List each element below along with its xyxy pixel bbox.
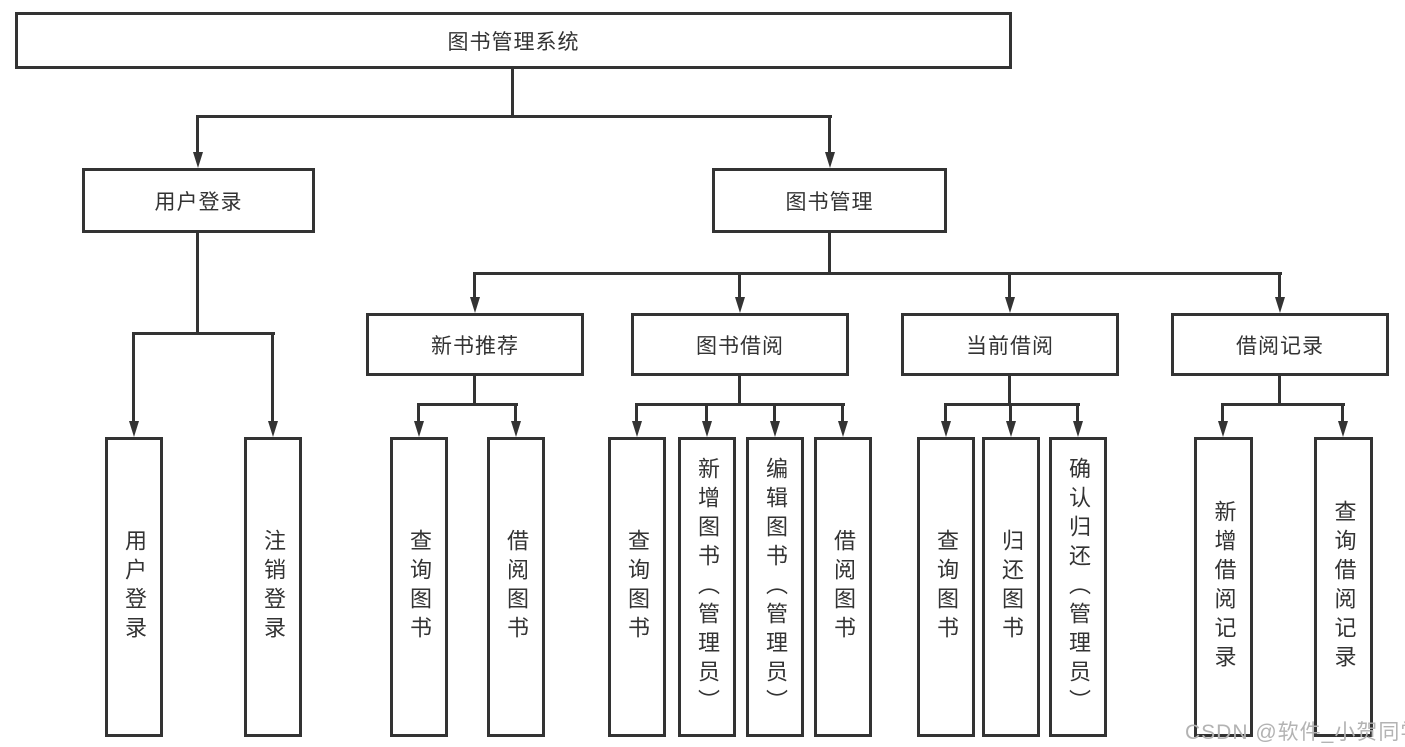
connector-bookmgmt-drop-3 xyxy=(1008,272,1011,300)
connector-userlogin-bar xyxy=(132,332,275,335)
arrowhead-book-management xyxy=(825,152,835,168)
connector-root-stem xyxy=(511,69,514,118)
arrowhead-current-query xyxy=(941,421,951,437)
leaf-current-confirm-label: 确认归还（管理员） xyxy=(1066,456,1091,718)
connector-bookmgmt-drop-2 xyxy=(738,272,741,300)
arrowhead-leaf-user-login xyxy=(129,421,139,437)
leaf-newbooks-query-label: 查询图书 xyxy=(407,529,432,645)
connector-bookborrow-drop-1 xyxy=(635,403,638,424)
connector-newbooks-drop-2 xyxy=(514,403,517,424)
leaf-current-confirm: 确认归还（管理员） xyxy=(1049,437,1107,737)
connector-records-drop-2 xyxy=(1341,403,1344,424)
arrowhead-bookborrow-query xyxy=(632,421,642,437)
connector-newbooks-bar xyxy=(417,403,518,406)
arrowhead-borrow-records xyxy=(1275,297,1285,313)
connector-newbooks-drop-1 xyxy=(417,403,420,424)
arrowhead-bookborrow-edit xyxy=(770,421,780,437)
leaf-borrow-add-label: 新增图书（管理员） xyxy=(695,456,720,718)
connector-root-drop-left xyxy=(196,115,199,155)
connector-records-drop-1 xyxy=(1221,403,1224,424)
leaf-records-query-label: 查询借阅记录 xyxy=(1331,500,1357,674)
connector-userlogin-stem xyxy=(196,232,199,335)
leaf-borrow-query: 查询图书 xyxy=(608,437,666,737)
leaf-user-login: 用户登录 xyxy=(105,437,163,737)
node-new-books-label: 新书推荐 xyxy=(431,334,519,358)
connector-root-bar xyxy=(196,115,832,118)
connector-userlogin-drop-2 xyxy=(271,332,274,424)
node-book-management: 图书管理 xyxy=(712,168,947,233)
leaf-records-add: 新增借阅记录 xyxy=(1194,437,1253,737)
arrowhead-records-add xyxy=(1218,421,1228,437)
leaf-newbooks-borrow: 借阅图书 xyxy=(487,437,545,737)
node-book-borrow-label: 图书借阅 xyxy=(696,334,784,358)
connector-bookborrow-drop-3 xyxy=(773,403,776,424)
arrowhead-leaf-logout xyxy=(268,421,278,437)
connector-records-stem xyxy=(1278,375,1281,406)
arrowhead-current-confirm xyxy=(1073,421,1083,437)
node-root: 图书管理系统 xyxy=(15,12,1012,69)
leaf-borrow-query-label: 查询图书 xyxy=(625,529,650,645)
connector-current-drop-3 xyxy=(1076,403,1079,424)
arrowhead-bookborrow-add xyxy=(702,421,712,437)
leaf-borrow-add: 新增图书（管理员） xyxy=(678,437,736,737)
connector-current-stem xyxy=(1008,375,1011,406)
arrowhead-user-login xyxy=(193,152,203,168)
leaf-borrow-borrow-label: 借阅图书 xyxy=(831,529,856,645)
connector-current-drop-1 xyxy=(944,403,947,424)
arrowhead-bookborrow-borrow xyxy=(838,421,848,437)
arrowhead-current-return xyxy=(1006,421,1016,437)
leaf-newbooks-query: 查询图书 xyxy=(390,437,448,737)
node-new-books: 新书推荐 xyxy=(366,313,584,376)
connector-records-bar xyxy=(1221,403,1345,406)
leaf-user-login-label: 用户登录 xyxy=(122,529,147,645)
connector-bookborrow-drop-2 xyxy=(705,403,708,424)
leaf-borrow-borrow: 借阅图书 xyxy=(814,437,872,737)
leaf-current-query-label: 查询图书 xyxy=(934,529,959,645)
node-user-login: 用户登录 xyxy=(82,168,315,233)
connector-bookmgmt-bar xyxy=(473,272,1282,275)
node-book-management-label: 图书管理 xyxy=(785,190,874,214)
connector-bookborrow-stem xyxy=(738,375,741,406)
node-borrow-records-label: 借阅记录 xyxy=(1236,334,1324,358)
leaf-records-add-label: 新增借阅记录 xyxy=(1211,500,1237,674)
node-borrow-records: 借阅记录 xyxy=(1171,313,1389,376)
connector-bookmgmt-stem xyxy=(828,232,831,275)
node-book-borrow: 图书借阅 xyxy=(631,313,849,376)
connector-bookmgmt-drop-4 xyxy=(1278,272,1281,300)
connector-bookborrow-drop-4 xyxy=(841,403,844,424)
leaf-current-return-label: 归还图书 xyxy=(999,529,1024,645)
leaf-current-return: 归还图书 xyxy=(982,437,1040,737)
arrowhead-book-borrow xyxy=(735,297,745,313)
leaf-borrow-edit-label: 编辑图书（管理员） xyxy=(763,456,788,718)
connector-userlogin-drop-1 xyxy=(132,332,135,424)
leaf-newbooks-borrow-label: 借阅图书 xyxy=(504,529,529,645)
connector-current-bar xyxy=(944,403,1080,406)
connector-bookmgmt-drop-1 xyxy=(473,272,476,300)
node-root-label: 图书管理系统 xyxy=(447,30,580,54)
arrowhead-records-query xyxy=(1338,421,1348,437)
leaf-borrow-edit: 编辑图书（管理员） xyxy=(746,437,804,737)
leaf-logout: 注销登录 xyxy=(244,437,302,737)
node-current-borrow: 当前借阅 xyxy=(901,313,1119,376)
arrowhead-newbooks-query xyxy=(414,421,424,437)
csdn-watermark: CSDN @软件_小贺同学 xyxy=(1185,721,1405,744)
leaf-logout-label: 注销登录 xyxy=(261,529,286,645)
arrowhead-current-borrow xyxy=(1005,297,1015,313)
connector-root-drop-right xyxy=(828,115,831,155)
arrowhead-new-books xyxy=(470,297,480,313)
connector-bookborrow-bar xyxy=(635,403,845,406)
node-user-login-label: 用户登录 xyxy=(154,190,243,214)
node-current-borrow-label: 当前借阅 xyxy=(966,334,1054,358)
connector-current-drop-2 xyxy=(1009,403,1012,424)
leaf-records-query: 查询借阅记录 xyxy=(1314,437,1373,737)
connector-newbooks-stem xyxy=(473,375,476,406)
arrowhead-newbooks-borrow xyxy=(511,421,521,437)
leaf-current-query: 查询图书 xyxy=(917,437,975,737)
